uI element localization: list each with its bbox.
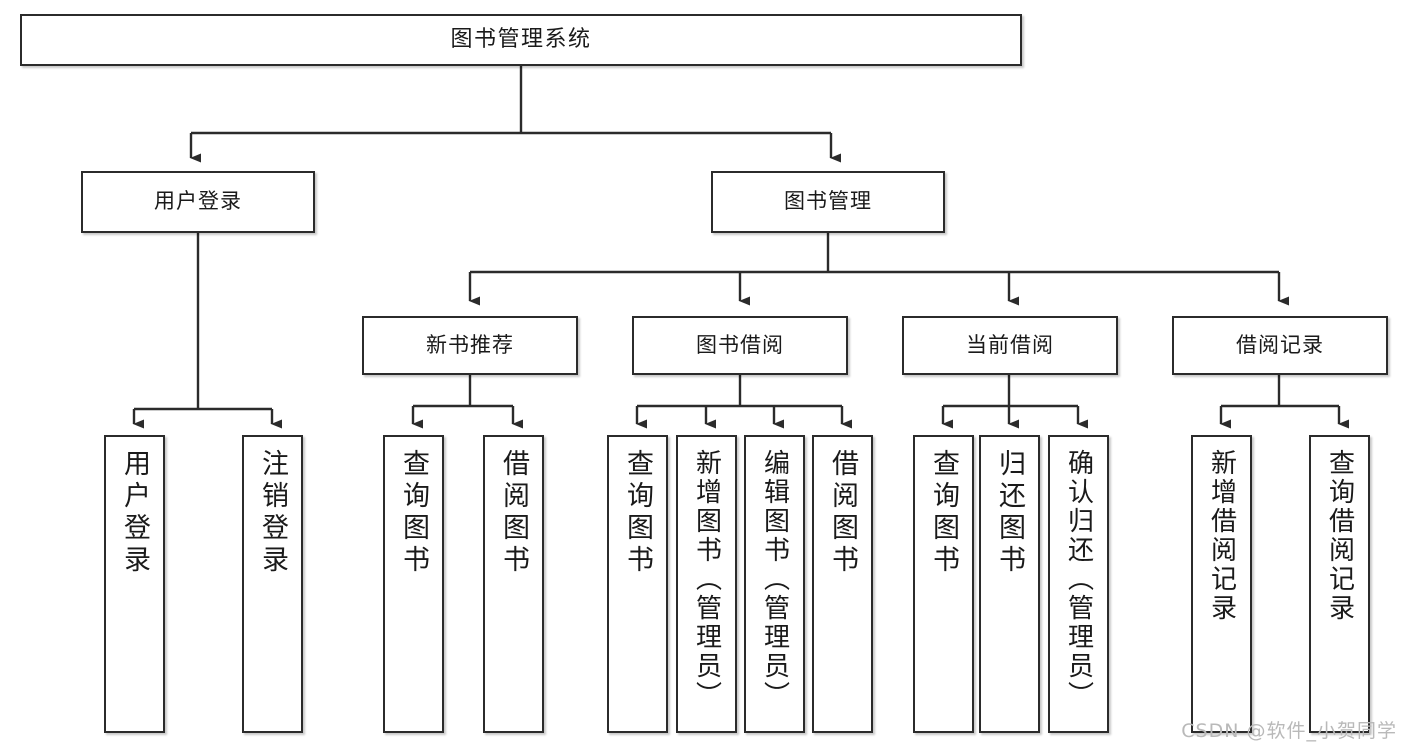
node-new-book-recommend-label: 新书推荐	[426, 332, 514, 357]
leaf-current-borrow-confirm-return-label: 确认归还（管理员）	[1063, 449, 1094, 710]
leaf-book-borrow-borrow-label: 借阅图书	[827, 449, 858, 577]
leaf-current-borrow-confirm-return[interactable]: 确认归还（管理员）	[1048, 435, 1109, 733]
leaf-user-login-logout-label: 注销登录	[257, 449, 288, 577]
leaf-book-borrow-edit[interactable]: 编辑图书（管理员）	[744, 435, 805, 733]
leaf-current-borrow-return[interactable]: 归还图书	[979, 435, 1040, 733]
node-user-login[interactable]: 用户登录	[81, 171, 315, 233]
node-root[interactable]: 图书管理系统	[20, 14, 1022, 66]
node-user-login-label: 用户登录	[154, 189, 242, 214]
leaf-book-borrow-query-label: 查询图书	[622, 449, 653, 577]
leaf-borrow-record-query[interactable]: 查询借阅记录	[1309, 435, 1370, 733]
node-borrow-record-label: 借阅记录	[1236, 332, 1324, 357]
node-book-management-label: 图书管理	[784, 189, 872, 214]
node-book-borrow-label: 图书借阅	[696, 332, 784, 357]
leaf-user-login-login[interactable]: 用户登录	[104, 435, 165, 733]
node-borrow-record[interactable]: 借阅记录	[1172, 316, 1388, 375]
node-book-borrow[interactable]: 图书借阅	[632, 316, 848, 375]
leaf-user-login-login-label: 用户登录	[119, 449, 150, 577]
leaf-book-borrow-edit-label: 编辑图书（管理员）	[759, 449, 790, 710]
leaf-book-borrow-query[interactable]: 查询图书	[607, 435, 668, 733]
leaf-current-borrow-query-label: 查询图书	[928, 449, 959, 577]
leaf-book-borrow-add-label: 新增图书（管理员）	[691, 449, 722, 710]
leaf-current-borrow-query[interactable]: 查询图书	[913, 435, 974, 733]
leaf-new-book-query-label: 查询图书	[398, 449, 429, 577]
leaf-book-borrow-borrow[interactable]: 借阅图书	[812, 435, 873, 733]
node-new-book-recommend[interactable]: 新书推荐	[362, 316, 578, 375]
leaf-borrow-record-add-label: 新增借阅记录	[1206, 449, 1237, 623]
watermark: CSDN @软件_小贺同学	[1181, 720, 1397, 742]
leaf-book-borrow-add[interactable]: 新增图书（管理员）	[676, 435, 737, 733]
leaf-borrow-record-query-label: 查询借阅记录	[1324, 449, 1355, 623]
leaf-new-book-borrow[interactable]: 借阅图书	[483, 435, 544, 733]
leaf-current-borrow-return-label: 归还图书	[994, 449, 1025, 577]
leaf-new-book-query[interactable]: 查询图书	[383, 435, 444, 733]
leaf-new-book-borrow-label: 借阅图书	[498, 449, 529, 577]
node-current-borrow-label: 当前借阅	[966, 332, 1054, 357]
leaf-user-login-logout[interactable]: 注销登录	[242, 435, 303, 733]
node-current-borrow[interactable]: 当前借阅	[902, 316, 1118, 375]
node-book-management[interactable]: 图书管理	[711, 171, 945, 233]
node-root-label: 图书管理系统	[450, 26, 592, 52]
leaf-borrow-record-add[interactable]: 新增借阅记录	[1191, 435, 1252, 733]
